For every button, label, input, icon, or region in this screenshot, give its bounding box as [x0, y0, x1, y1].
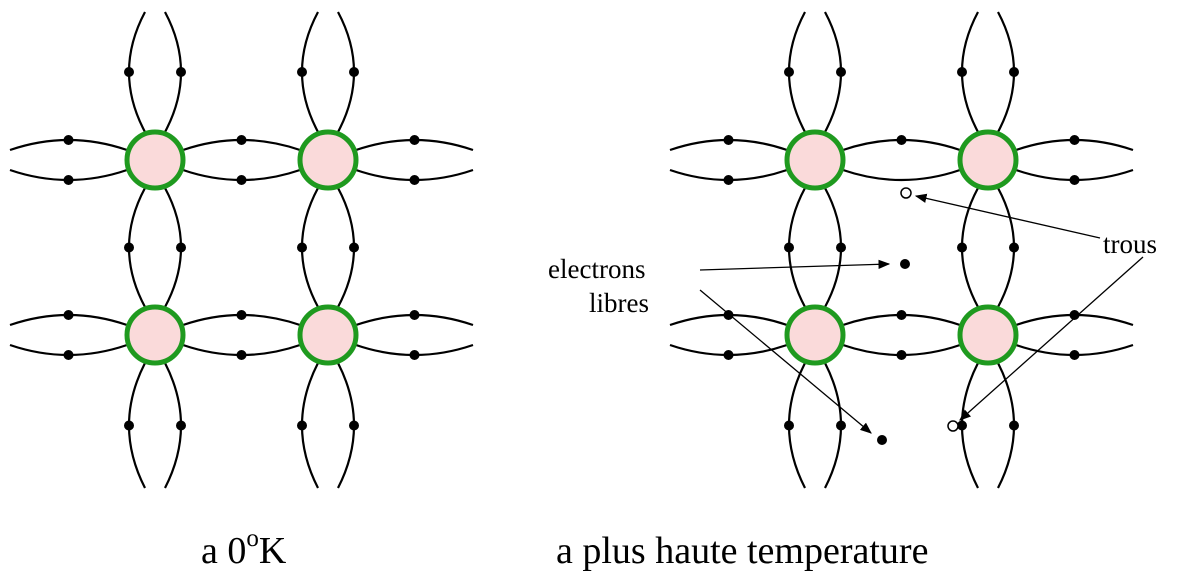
caption-left: a 0oK	[201, 525, 287, 572]
atoms-layer	[784, 129, 1019, 366]
valence-electron	[236, 175, 247, 185]
hole	[900, 187, 912, 199]
lattice-at-higher-temperature	[669, 11, 1134, 489]
valence-electron	[723, 135, 734, 145]
hole	[947, 420, 959, 432]
valence-electron	[896, 135, 907, 145]
atom-nucleus	[784, 129, 846, 191]
valence-electron	[63, 350, 74, 360]
atom-nucleus	[124, 129, 186, 191]
valence-electron	[1009, 242, 1019, 253]
valence-electron	[957, 67, 967, 77]
atom-nucleus	[297, 304, 359, 366]
valence-electron	[236, 350, 247, 360]
free-electron	[900, 259, 910, 269]
holes-arrow-lower	[959, 256, 1144, 421]
valence-electron	[349, 420, 359, 431]
valence-electron	[836, 67, 846, 77]
lattice-at-zero-kelvin	[9, 11, 474, 489]
valence-electron	[1069, 350, 1080, 360]
atom-nucleus	[124, 304, 186, 366]
atom-nucleus	[957, 304, 1019, 366]
valence-electron	[896, 310, 907, 320]
valence-electron	[836, 242, 846, 253]
free-electron	[877, 435, 887, 445]
caption-left-main: a 0	[201, 530, 246, 572]
valence-electron	[176, 67, 186, 77]
valence-electron	[124, 420, 134, 431]
valence-electron	[784, 420, 794, 431]
valence-electron	[63, 310, 74, 320]
caption-left-unit: K	[259, 530, 287, 572]
valence-electron	[236, 135, 247, 145]
valence-electron	[1069, 135, 1080, 145]
atoms-layer	[124, 129, 359, 366]
bond-line	[842, 168, 961, 182]
valence-electron	[176, 242, 186, 253]
valence-electron	[409, 350, 420, 360]
valence-electron	[176, 420, 186, 431]
valence-electron	[1069, 175, 1080, 185]
caption-left-degree: o	[246, 525, 259, 552]
valence-electron	[784, 67, 794, 77]
valence-electron	[723, 350, 734, 360]
valence-electron	[1009, 420, 1019, 431]
valence-electron	[124, 67, 134, 77]
valence-electron	[957, 242, 967, 253]
valence-electron	[409, 310, 420, 320]
electrons-arrow-upper	[699, 259, 891, 271]
valence-electron	[409, 175, 420, 185]
atom-nucleus	[784, 304, 846, 366]
valence-electron	[1069, 310, 1080, 320]
bonds-layer	[9, 11, 474, 489]
valence-electron	[957, 420, 967, 431]
valence-electron	[297, 420, 307, 431]
valence-electron	[236, 310, 247, 320]
holes-label: trous	[1103, 229, 1157, 259]
electrons-label: electrons	[548, 254, 645, 284]
valence-electron	[297, 67, 307, 77]
valence-electron	[124, 242, 134, 253]
atom-nucleus	[297, 129, 359, 191]
valence-electron	[723, 175, 734, 185]
valence-electron	[349, 242, 359, 253]
valence-electron	[297, 242, 307, 253]
valence-electron	[409, 135, 420, 145]
electrons-label-line2: libres	[589, 288, 649, 318]
valence-electron	[63, 135, 74, 145]
holes-arrow-upper	[914, 193, 1101, 239]
valence-electron	[896, 350, 907, 360]
valence-electron	[349, 67, 359, 77]
valence-electron	[784, 242, 794, 253]
electrons-arrow-lower	[699, 289, 872, 434]
valence-electron	[836, 420, 846, 431]
caption-right: a plus haute temperature	[556, 530, 928, 572]
valence-electron	[1009, 67, 1019, 77]
valence-electron	[63, 175, 74, 185]
bonds-layer	[669, 11, 1134, 489]
atom-nucleus	[957, 129, 1019, 191]
